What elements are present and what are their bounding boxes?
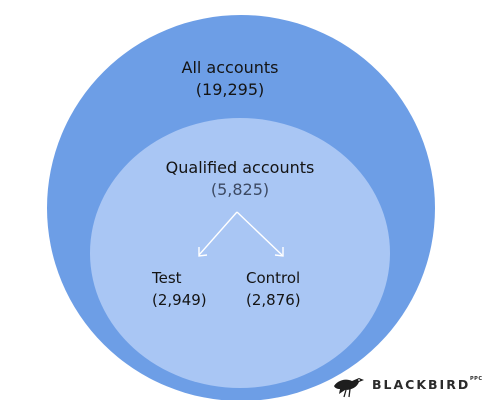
test-group-title: Test	[152, 269, 182, 287]
all-accounts-label: All accounts (19,295)	[170, 57, 290, 101]
arrow-head-test	[198, 247, 208, 257]
arrow-to-test	[198, 211, 238, 256]
all-accounts-count: (19,295)	[195, 80, 265, 99]
control-group-count: (2,876)	[246, 291, 301, 309]
logo-wordmark: BLACKBIRD	[372, 377, 471, 392]
test-group-count: (2,949)	[152, 291, 207, 309]
blackbird-logo: BLACKBIRD PPC	[332, 370, 482, 400]
control-group-title: Control	[246, 269, 301, 287]
qualified-accounts-title: Qualified accounts	[165, 158, 315, 177]
blackbird-icon	[334, 378, 364, 398]
all-accounts-title: All accounts	[181, 58, 279, 77]
arrow-to-control	[236, 211, 283, 256]
arrow-head-control	[274, 247, 284, 257]
qualified-accounts-count: (5,825)	[210, 180, 270, 199]
qualified-accounts-circle	[90, 118, 390, 388]
control-group-label: Control (2,876)	[246, 267, 326, 311]
split-arrows	[198, 211, 284, 257]
test-group-label: Test (2,949)	[152, 267, 232, 311]
qualified-accounts-label: Qualified accounts (5,825)	[150, 157, 330, 201]
logo-suffix: PPC	[470, 376, 483, 382]
